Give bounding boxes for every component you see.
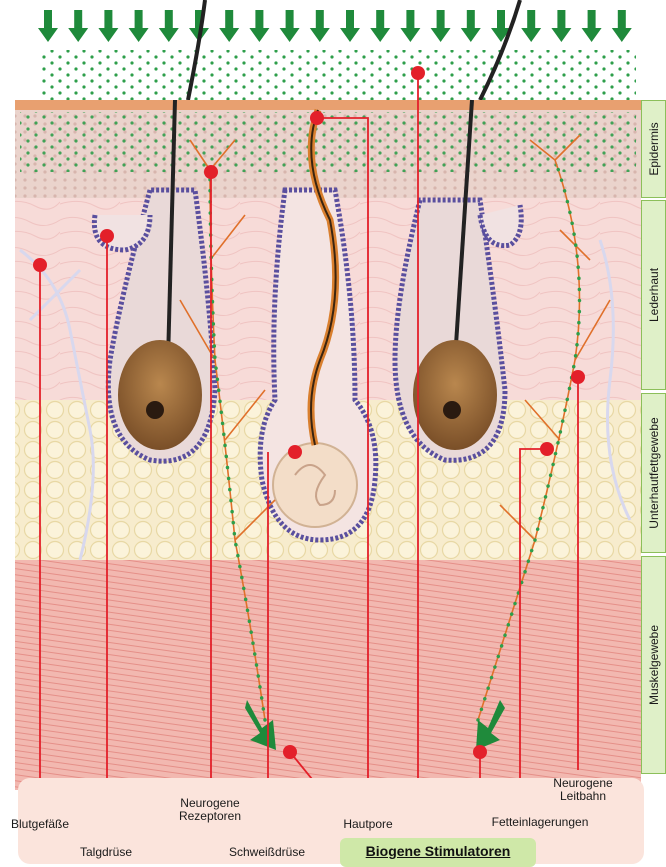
epidermis-dots: [20, 112, 636, 172]
callout-dot: [288, 445, 302, 459]
down-arrow-icon: [370, 10, 390, 42]
callout-dot: [283, 745, 297, 759]
label-blutgefaesse: Blutgefäße: [10, 818, 70, 831]
stimulus-dots-area: [40, 50, 636, 102]
down-arrow-icon: [219, 10, 239, 42]
label-schweissdruese: Schweißdrüse: [222, 846, 312, 859]
down-arrow-icon: [340, 10, 360, 42]
top-arrow-row: [38, 10, 632, 42]
layer-tab-lederhaut: Lederhaut: [641, 200, 666, 390]
layer-tab-epidermis: Epidermis: [641, 100, 666, 198]
down-arrow-icon: [612, 10, 632, 42]
layer-label-muskel: Muskelgewebe: [647, 625, 661, 705]
skin-surface: [15, 100, 641, 110]
down-arrow-icon: [400, 10, 420, 42]
down-arrow-icon: [38, 10, 58, 42]
label-leitbahn: NeurogeneLeitbahn: [548, 777, 618, 803]
layer-label-lederhaut: Lederhaut: [647, 268, 661, 322]
callout-dot: [540, 442, 554, 456]
down-arrow-icon: [68, 10, 88, 42]
down-arrow-icon: [461, 10, 481, 42]
callout-dot: [310, 111, 324, 125]
down-arrow-icon: [551, 10, 571, 42]
down-arrow-icon: [159, 10, 179, 42]
down-arrow-icon: [98, 10, 118, 42]
down-arrow-icon: [521, 10, 541, 42]
label-fetteinlagerungen: Fetteinlagerungen: [490, 816, 590, 829]
down-arrow-icon: [310, 10, 330, 42]
down-arrow-icon: [129, 10, 149, 42]
callout-dot: [411, 66, 425, 80]
callout-dot: [473, 745, 487, 759]
down-arrow-icon: [249, 10, 269, 42]
layer-label-epidermis: Epidermis: [647, 122, 661, 175]
callout-dot: [571, 370, 585, 384]
down-arrow-icon: [431, 10, 451, 42]
callout-dot: [100, 229, 114, 243]
callout-dot: [204, 165, 218, 179]
muscle-layer: [15, 555, 641, 790]
label-hautpore: Hautpore: [340, 818, 396, 831]
layer-tab-unterhaut: Unterhautfettgewebe: [641, 393, 666, 553]
label-rezeptoren: NeurogeneRezeptoren: [160, 797, 260, 823]
layer-label-unterhaut: Unterhautfettgewebe: [647, 417, 661, 528]
stimulators-label: Biogene Stimulatoren: [340, 843, 536, 859]
layer-tab-muskel: Muskelgewebe: [641, 556, 666, 774]
down-arrow-icon: [280, 10, 300, 42]
callout-dot: [33, 258, 47, 272]
label-talgdruese: Talgdrüse: [76, 846, 136, 859]
down-arrow-icon: [582, 10, 602, 42]
